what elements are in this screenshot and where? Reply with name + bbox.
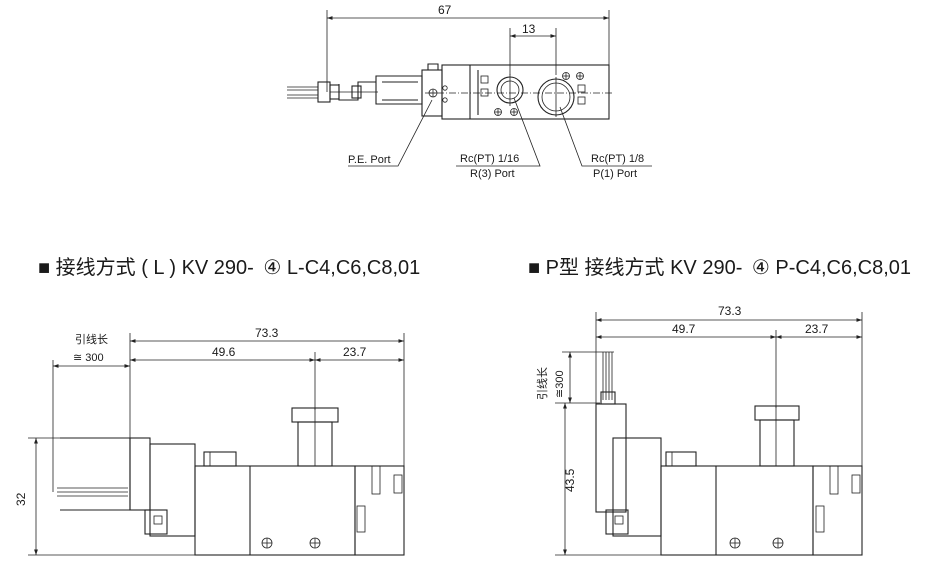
valve-body-right (660, 465, 814, 556)
pe-port-label: P.E. Port (348, 154, 391, 166)
r-port-leader (456, 97, 541, 167)
dim-49-left: 49.6 (212, 345, 236, 359)
left-side-view: 引线长 ≅ 300 73.3 49.6 23.7 32 (14, 326, 405, 556)
p-port-name: P(1) Port (593, 168, 637, 180)
lead-wires (287, 81, 378, 103)
dim-13: 13 (522, 22, 536, 36)
top-view: 67 13 (287, 3, 652, 180)
caption-right: ■ P型 接线方式 KV 290- ④ P-C4,C6,C8,01 (528, 256, 911, 279)
circled-number: ④ (752, 257, 770, 279)
coil-left (60, 437, 131, 511)
dim-73-left: 73.3 (255, 326, 279, 340)
r-port-name: R(3) Port (470, 168, 515, 180)
valve-body-left (194, 465, 356, 556)
lead-length-left: ≅ 300 (73, 352, 104, 364)
dim-32: 32 (14, 492, 28, 506)
dim-49-right: 49.7 (672, 322, 696, 336)
lead-label-left: 引线长 (75, 332, 108, 346)
dim-67: 67 (438, 3, 452, 17)
dim-43: 43.5 (563, 468, 577, 492)
circled-number: ④ (263, 257, 281, 279)
valve-body-top (425, 64, 613, 120)
caption-left: ■ 接线方式 ( L ) KV 290- ④ L-C4,C6,C8,01 (38, 256, 420, 279)
dim-23-left: 23.7 (343, 345, 367, 359)
right-side-view: 73.3 49.7 23.7 引线长 ≅300 43.5 (535, 304, 863, 556)
lead-length-right: ≅300 (554, 370, 566, 398)
coil-right (595, 403, 627, 513)
lead-label-right: 引线长 (535, 367, 549, 400)
dim-73-right: 73.3 (718, 304, 742, 318)
p-port-thread: Rc(PT) 1/8 (591, 153, 644, 165)
coil-housing (338, 63, 448, 117)
p-port-leader (559, 106, 652, 167)
dim-23-right: 23.7 (805, 322, 829, 336)
pe-port-leader (348, 99, 433, 167)
r-port-thread: Rc(PT) 1/16 (460, 153, 519, 165)
